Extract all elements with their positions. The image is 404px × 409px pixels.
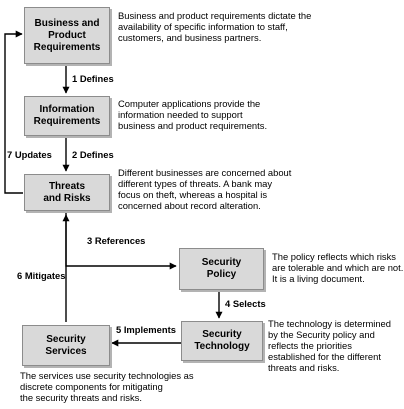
description-line: threats and risks. [268,362,340,373]
box-label: Security [202,329,242,340]
box-label: Requirements [33,41,101,53]
description-line: established for the different [268,351,381,362]
description-business: Business and product requirements dictat… [118,10,311,43]
box-label: Security [46,333,86,345]
description-line: It is a living document. [272,273,365,284]
description-threats: Different businesses are concerned about… [118,167,291,211]
box-security-technology: Security Technology [181,321,263,361]
arrow-updates-7 [4,30,23,194]
description-line: different types of threats. A bank may [118,178,273,189]
box-label: Technology [194,341,250,352]
description-services: The services use security technologies a… [20,370,194,403]
box-label: Threats [48,180,86,192]
label-updates-7: 7 Updates [7,149,52,160]
description-line: The technology is determined [268,318,391,329]
box-label: and Risks [43,192,91,204]
description-line: availability of specific information to … [118,21,288,32]
label-selects-4: 4 Selects [225,298,266,309]
description-technology: The technology is determined by the Secu… [268,318,391,373]
box-threats-and-risks: Threats and Risks [24,174,110,211]
box-security-policy: Security Policy [179,248,264,290]
label-defines-2: 2 Defines [72,149,114,160]
box-label: Information [39,104,95,115]
description-line: The services use security technologies a… [20,370,194,381]
box-label: Requirements [33,116,101,127]
description-line: by the Security policy and [268,329,375,340]
description-policy: The policy reflects which risks are tole… [272,251,403,284]
description-line: Computer applications provide the [118,98,261,109]
description-line: customers, and business partners. [118,32,262,43]
description-line: focus on theft, whereas a hospital is [118,189,268,200]
description-information: Computer applications provide the inform… [118,98,267,131]
description-line: Business and product requirements dictat… [118,10,312,21]
description-line: reflects the priorities [268,340,352,351]
box-label: Product [48,29,86,41]
description-line: information needed to support [118,109,243,120]
label-defines-1: 1 Defines [72,73,114,84]
description-line: Different businesses are concerned about [118,167,292,178]
description-line: concerned about record alteration. [118,200,261,211]
description-line: discrete components for mitigating [20,381,163,392]
box-label: Policy [206,269,237,280]
box-label: Security [201,257,242,268]
label-references-3: 3 References [87,235,146,246]
description-line: The policy reflects which risks [272,251,396,262]
label-implements-5: 5 Implements [116,324,176,335]
description-line: business and product requirements. [118,120,268,131]
description-line: the security threats and risks. [20,392,142,403]
box-information-requirements: Information Requirements [24,96,110,136]
box-security-services: Security Services [22,325,110,366]
label-mitigates-6: 6 Mitigates [17,270,66,281]
box-label: Services [45,345,87,357]
box-label: Business and [34,17,100,29]
box-business-product-requirements: Business and Product Requirements [24,7,110,64]
description-line: are tolerable and which are not. [272,262,404,273]
